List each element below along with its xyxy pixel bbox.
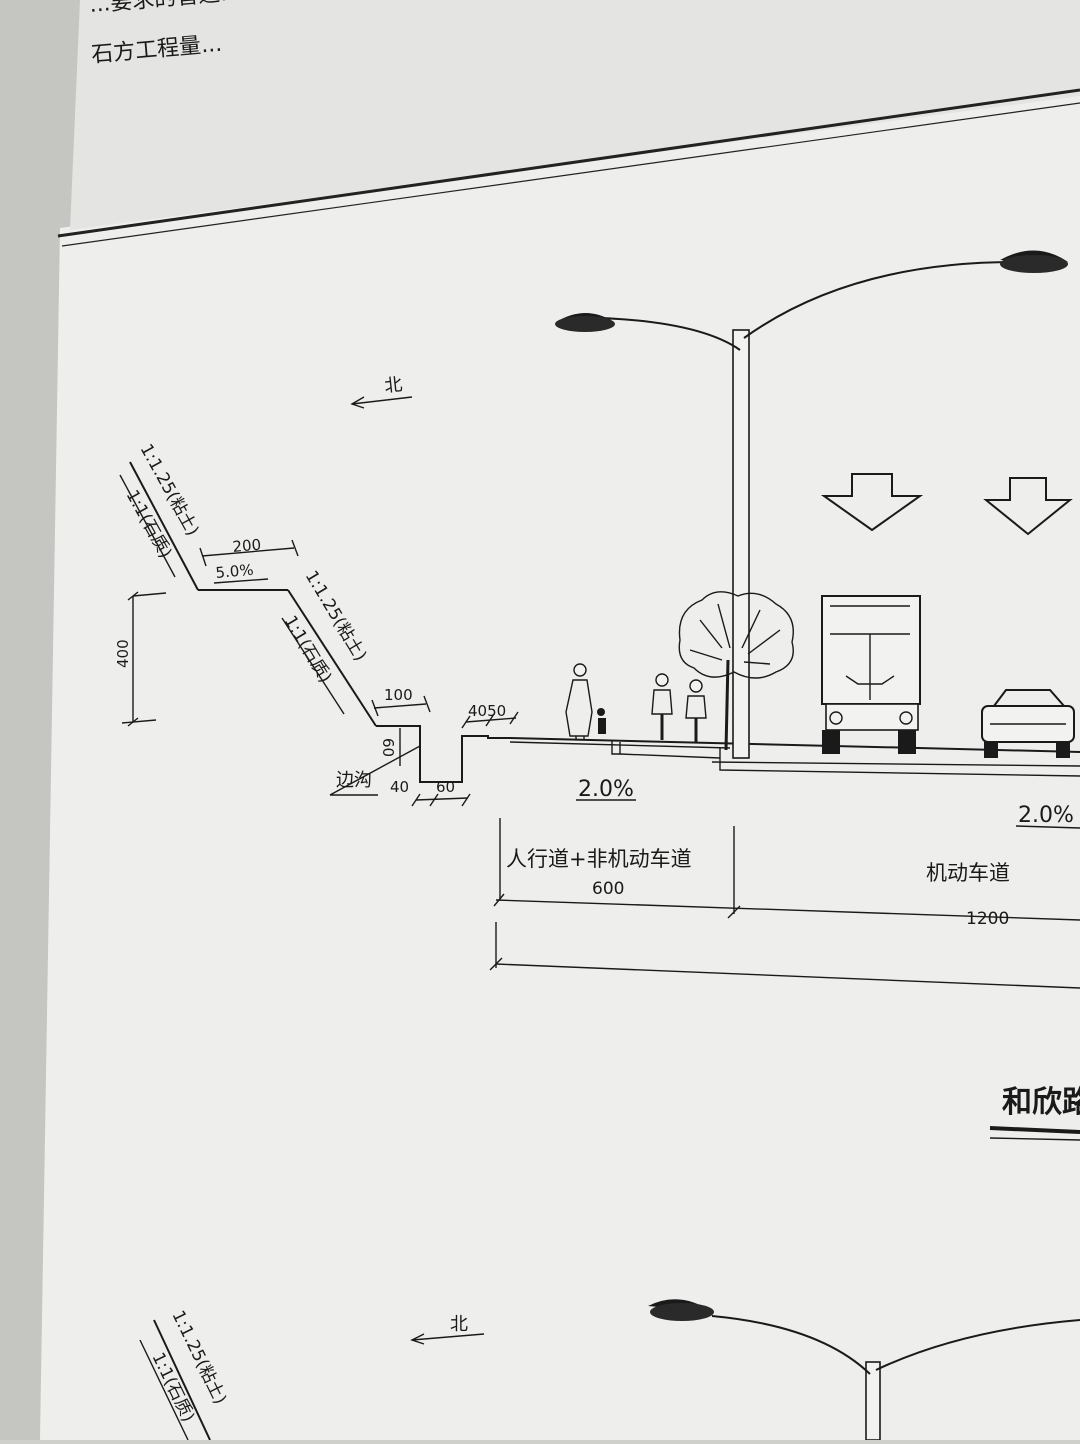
street-lamp: [555, 250, 1068, 759]
height-dimension: 400: [114, 591, 167, 727]
ditch-bottom-b-label: 60: [436, 778, 455, 796]
ditch-top-label: 100: [384, 686, 413, 704]
motor-zone-label: 机动车道: [926, 861, 1010, 885]
road-name: 和欣路: [989, 1085, 1080, 1141]
motor-width-label: 1200: [966, 909, 1009, 929]
page-sheet: [40, 82, 1080, 1440]
cyclist-icon: [651, 673, 707, 742]
frame-border-double: [57, 88, 1080, 238]
sidewalk-width-label: 600: [592, 879, 624, 899]
curb-label: 4050: [468, 702, 506, 720]
berm: 200 5.0%: [198, 536, 299, 591]
north-arrow: 北: [350, 374, 413, 409]
pedestrian-icon: [565, 663, 606, 740]
tree-icon: [678, 591, 794, 751]
berm-width-label: 200: [232, 536, 262, 556]
car-icon: [981, 689, 1075, 758]
zone-dimensions: 人行道+非机动车道 600 机动车道 1200: [489, 818, 1080, 989]
road-name-label: 和欣路: [1002, 1085, 1080, 1120]
lower-north-label: 北: [450, 1314, 468, 1335]
truck-icon: [821, 595, 921, 754]
ditch-section: 100 60 边沟 40 60 4050: [329, 686, 519, 807]
height-label: 400: [114, 639, 132, 668]
lane-direction-arrow-icon: [820, 473, 1073, 536]
sidewalk-slope-label: 2.0%: [578, 777, 634, 802]
ditch-label: 边沟: [336, 770, 372, 791]
berm-slope-label: 5.0%: [215, 561, 255, 582]
ditch-depth-label: 60: [379, 738, 397, 757]
ditch-bottom-a-label: 40: [390, 778, 409, 796]
north-label: 北: [383, 374, 403, 397]
lane-slope-label: 2.0%: [1018, 803, 1074, 828]
sidewalk-zone-label: 人行道+非机动车道: [506, 847, 692, 871]
frame-border-inner: [61, 102, 1080, 247]
upper-sheet: [70, 0, 1080, 230]
